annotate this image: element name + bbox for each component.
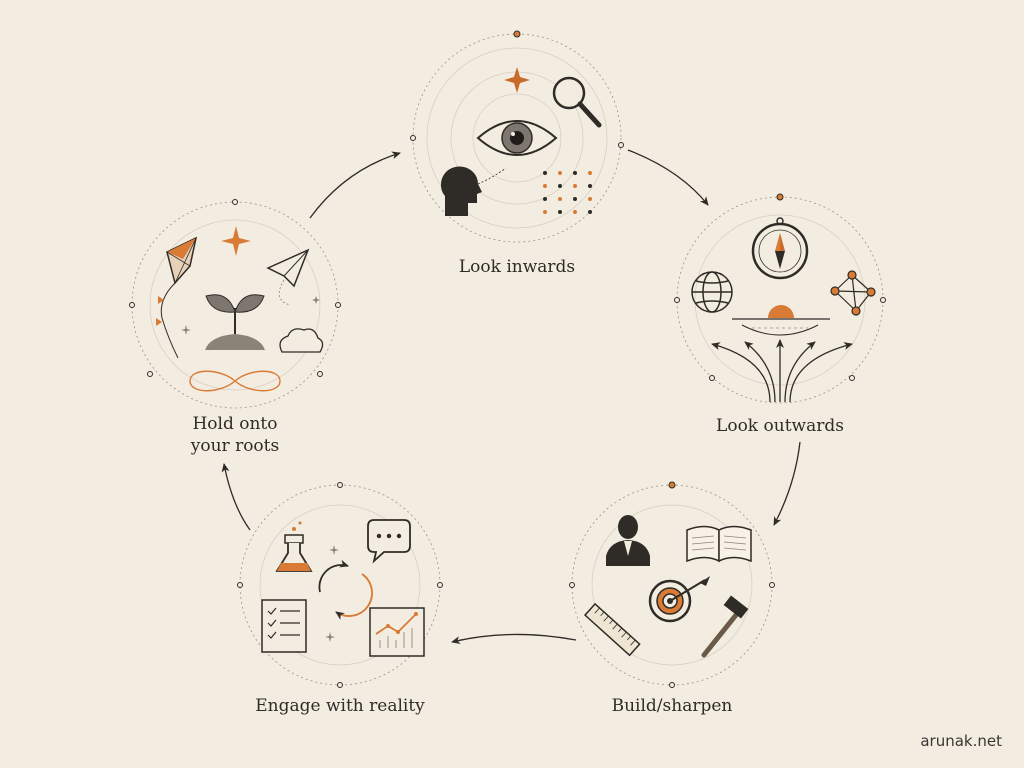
star-icon [221, 226, 251, 256]
hammer-icon [701, 595, 749, 658]
stage-label-line: Look inwards [458, 257, 576, 277]
stage-label-look-outwards: Look outwards [680, 415, 880, 437]
network-icon [830, 270, 876, 316]
checklist-icon [261, 599, 307, 653]
flask-icon [275, 521, 313, 572]
stage-label-line: your roots [190, 436, 280, 456]
compass-icon [751, 217, 809, 280]
arrow-engage-to-roots [221, 463, 251, 531]
stage-label-line: Engage with reality [255, 696, 425, 716]
cycle-arrows [221, 149, 801, 645]
cloud-icon [279, 328, 324, 353]
dot-grid-icon [543, 171, 592, 214]
stage-build-sharpen [569, 481, 775, 688]
cycle-arrows-icon [318, 559, 373, 620]
arrow-inwards-to-outwards [627, 149, 709, 206]
globe-icon [691, 271, 733, 313]
sprout-icon [205, 294, 265, 350]
stage-look-inwards [410, 30, 624, 243]
person-icon [606, 515, 650, 566]
watermark: arunak.net [920, 732, 1002, 750]
stage-look-outwards [674, 193, 886, 404]
stage-label-line: Look outwards [716, 416, 844, 436]
stage-hold-onto-roots [129, 199, 341, 409]
stage-label-build-sharpen: Build/sharpen [572, 695, 772, 717]
diverging-arrows-icon [711, 339, 853, 403]
stage-label-line: Hold onto [192, 414, 278, 434]
magnifier-icon [552, 76, 602, 128]
paper-plane-icon [266, 248, 310, 306]
stage-engage-with-reality [237, 482, 443, 688]
ruler-icon [583, 602, 641, 657]
kite-icon [156, 236, 198, 359]
open-book-icon [686, 525, 752, 563]
speech-bubble-icon [367, 519, 411, 564]
stage-label-line: Build/sharpen [611, 696, 733, 716]
arrow-build-to-engage [451, 633, 577, 645]
head-silhouette-icon [440, 166, 482, 216]
eye-icon [476, 120, 558, 156]
infinity-icon [189, 370, 281, 392]
target-icon [648, 576, 710, 623]
stage-label-look-inwards: Look inwards [417, 256, 617, 278]
sunrise-icon [732, 305, 830, 336]
arrow-roots-to-inwards [309, 151, 401, 219]
stage-label-engage-with-reality: Engage with reality [220, 695, 460, 717]
arrow-outwards-to-build [773, 441, 801, 526]
chart-icon [369, 607, 425, 657]
compass-star-icon [504, 67, 530, 93]
